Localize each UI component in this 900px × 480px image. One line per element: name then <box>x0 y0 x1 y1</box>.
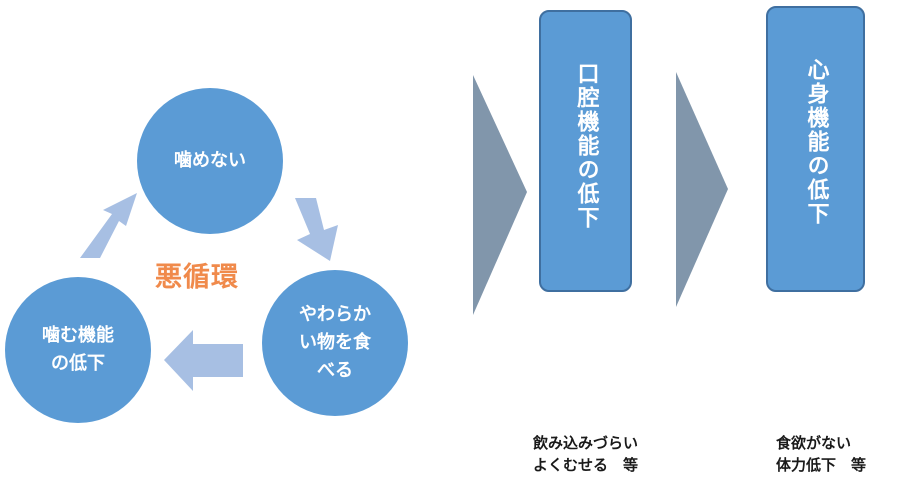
cycle-arrow-top-to-right <box>295 198 338 261</box>
oral-function-decline-box: 口腔機能の低下 <box>539 10 632 292</box>
cycle-arrow-left-to-top <box>80 193 137 258</box>
physical-mental-decline-text: 心身機能の低下 <box>803 58 829 226</box>
cycle-node-cannot-chew: 噛めない <box>137 88 283 234</box>
cycle-arrow-right-to-left <box>164 330 243 391</box>
chevron-arrow-2 <box>676 72 728 307</box>
chevron-arrow-1 <box>473 75 527 315</box>
physical-decline-examples: 食欲がない 体力低下 等 <box>776 434 867 474</box>
oral-decline-examples: 飲み込みづらい よくむせる 等 <box>533 434 639 474</box>
physical-mental-decline-box: 心身機能の低下 <box>766 6 865 292</box>
oral-function-decline-text: 口腔機能の低下 <box>573 62 599 230</box>
cycle-node-eat-soft-food: やわらか い物を食 べる <box>262 270 408 416</box>
cycle-node-chewing-decline: 噛む機能 の低下 <box>5 277 151 423</box>
vicious-cycle-label: 悪循環 <box>155 262 239 293</box>
